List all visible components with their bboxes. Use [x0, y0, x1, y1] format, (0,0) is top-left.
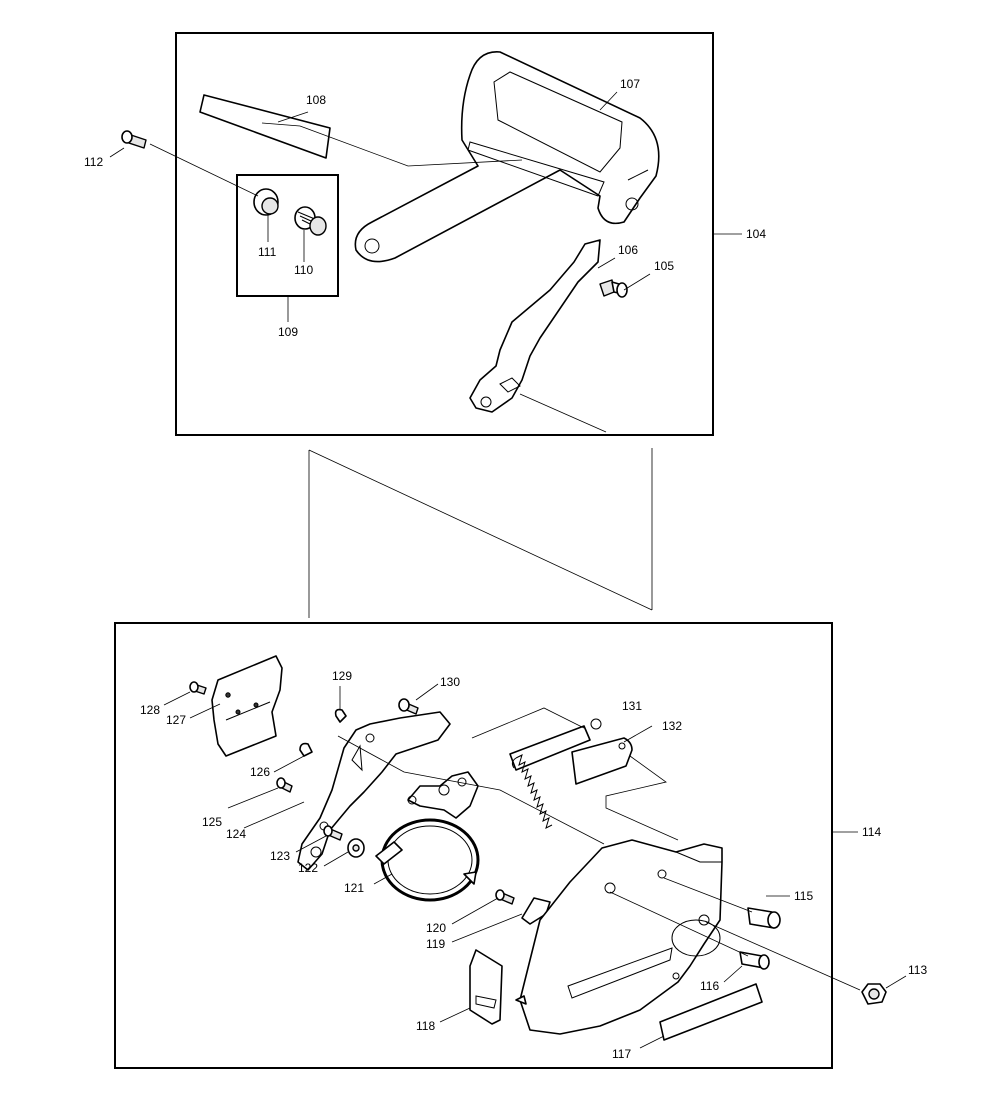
label-125: 125: [202, 815, 222, 829]
part-114-sprocket-cover[interactable]: [515, 839, 723, 1035]
label-116: 116: [700, 979, 719, 993]
part-111-nut[interactable]: [253, 188, 279, 216]
part-119-catch[interactable]: [521, 897, 551, 925]
label-127: 127: [166, 713, 186, 727]
part-108-strip[interactable]: [199, 94, 331, 159]
label-114: 114: [862, 825, 881, 839]
label-131: 131: [622, 699, 642, 713]
part-122-washer[interactable]: [347, 838, 365, 858]
part-115-pin[interactable]: [747, 907, 781, 929]
part-105-screw[interactable]: [599, 279, 628, 298]
part-126-clip[interactable]: [299, 742, 313, 757]
part-brake-link-assembly[interactable]: [407, 771, 479, 819]
label-122: 122: [298, 861, 318, 875]
label-107: 107: [620, 77, 640, 91]
part-132-plate[interactable]: [571, 737, 633, 785]
part-106-bracket[interactable]: [469, 239, 601, 413]
label-118: 118: [416, 1019, 435, 1033]
part-118-plate[interactable]: [469, 949, 503, 1025]
label-110: 110: [294, 263, 313, 277]
upper-assembly-frame: [175, 32, 714, 436]
label-105: 105: [654, 259, 674, 273]
label-132: 132: [662, 719, 682, 733]
label-108: 108: [306, 93, 326, 107]
part-128-screw[interactable]: [189, 681, 207, 695]
label-130: 130: [440, 675, 460, 689]
part-116-pin[interactable]: [739, 951, 770, 970]
part-121-brake-band[interactable]: [375, 818, 480, 902]
label-106: 106: [618, 243, 638, 257]
label-119: 119: [426, 937, 445, 951]
label-124: 124: [226, 827, 246, 841]
label-129: 129: [332, 669, 352, 683]
part-130-screw[interactable]: [398, 698, 419, 715]
assembly-connector-lines: [308, 448, 653, 618]
part-117-label-strip[interactable]: [659, 983, 763, 1041]
label-112: 112: [84, 155, 103, 169]
kit-109-box: [236, 174, 339, 297]
lower-assembly-frame: [114, 622, 833, 1069]
part-113-nut[interactable]: [861, 983, 887, 1005]
label-128: 128: [140, 703, 160, 717]
label-104: 104: [746, 227, 766, 241]
label-109: 109: [278, 325, 298, 339]
label-121: 121: [344, 881, 364, 895]
label-113: 113: [908, 963, 927, 977]
part-110-spacer[interactable]: [294, 206, 327, 236]
label-117: 117: [612, 1047, 631, 1061]
part-127-plate[interactable]: [211, 655, 283, 757]
label-126: 126: [250, 765, 270, 779]
part-125-screw[interactable]: [276, 777, 293, 793]
part-129-clip[interactable]: [334, 708, 347, 723]
part-120-screw[interactable]: [495, 889, 515, 905]
leader-lines: [109, 91, 907, 1049]
part-123-screw[interactable]: [323, 825, 343, 841]
part-107-hand-guard[interactable]: [354, 51, 660, 263]
label-115: 115: [794, 889, 813, 903]
label-123: 123: [270, 849, 290, 863]
part-112-bolt[interactable]: [121, 130, 147, 149]
label-120: 120: [426, 921, 446, 935]
part-131-spring[interactable]: [509, 718, 602, 829]
label-111: 111: [258, 245, 277, 259]
